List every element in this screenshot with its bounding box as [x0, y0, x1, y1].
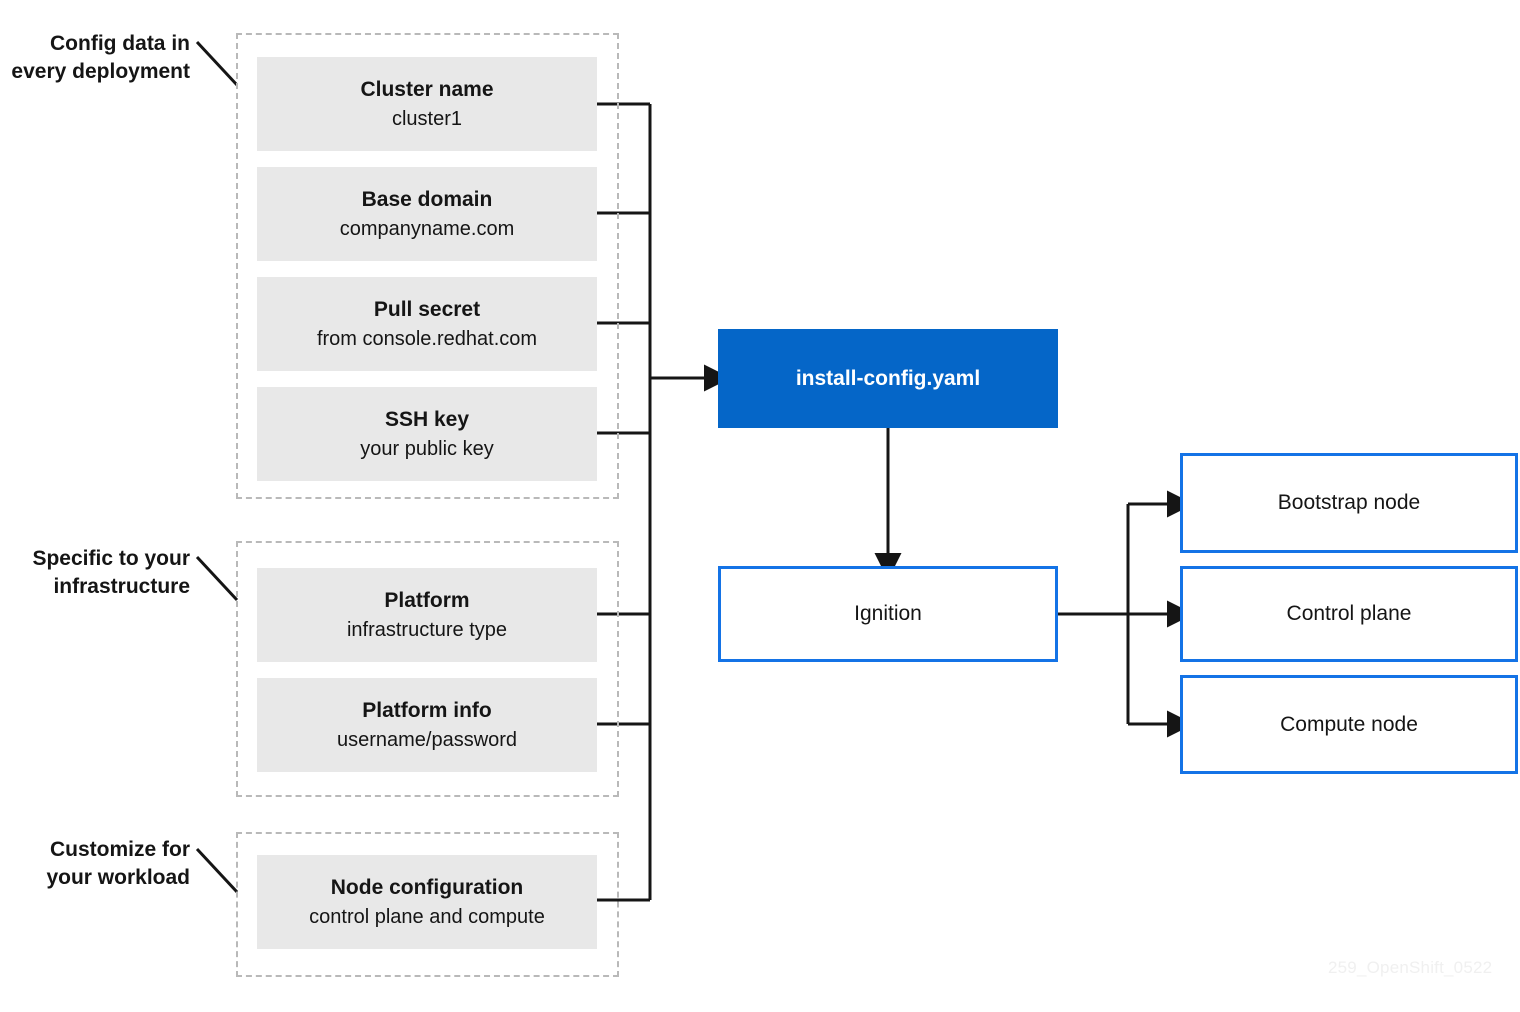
- config-card-platform: Platform infrastructure type: [257, 568, 597, 662]
- watermark-label: 259_OpenShift_0522: [1328, 958, 1493, 977]
- group-label-infrastructure-config: Specific to your infrastructure: [32, 547, 190, 599]
- leader-line-common: [195, 40, 239, 87]
- config-card-platform-info: Platform info username/password: [257, 678, 597, 772]
- config-card-pull-secret: Pull secret from console.redhat.com: [257, 277, 597, 371]
- config-card-title: Pull secret: [373, 298, 481, 322]
- leader-line-infrastructure: [195, 555, 239, 602]
- config-card-title: Platform info: [362, 699, 492, 723]
- group-label-common-config: Config data in every deployment: [11, 32, 190, 84]
- config-card-subtitle: username/password: [336, 728, 518, 751]
- leader-line-workload: [195, 847, 239, 894]
- config-card-subtitle: infrastructure type: [346, 618, 508, 641]
- group-common-config: [236, 33, 619, 499]
- group-label-workload-config: Customize for your workload: [46, 838, 190, 890]
- config-card-title: Node configuration: [330, 876, 524, 900]
- config-card-subtitle: from console.redhat.com: [316, 327, 538, 350]
- config-card-subtitle: control plane and compute: [309, 905, 545, 928]
- config-card-subtitle: companyname.com: [339, 217, 515, 240]
- bootstrap-node-box: Bootstrap node: [1180, 453, 1518, 553]
- config-card-subtitle: your public key: [360, 437, 494, 460]
- compute-node-box: Compute node: [1180, 675, 1518, 774]
- config-card-title: SSH key: [384, 408, 470, 432]
- config-card-node-configuration: Node configuration control plane and com…: [257, 855, 597, 949]
- ignition-box: Ignition: [718, 566, 1058, 662]
- control-plane-box: Control plane: [1180, 566, 1518, 662]
- config-card-cluster-name: Cluster name cluster1: [257, 57, 597, 151]
- group-infrastructure-config: [236, 541, 619, 797]
- group-workload-config: [236, 832, 619, 977]
- config-card-base-domain: Base domain companyname.com: [257, 167, 597, 261]
- config-card-subtitle: cluster1: [391, 107, 463, 130]
- install-config-yaml-box: install-config.yaml: [718, 329, 1058, 428]
- config-card-title: Cluster name: [360, 78, 494, 102]
- config-card-title: Platform: [384, 589, 470, 613]
- config-card-title: Base domain: [361, 188, 493, 212]
- config-card-ssh-key: SSH key your public key: [257, 387, 597, 481]
